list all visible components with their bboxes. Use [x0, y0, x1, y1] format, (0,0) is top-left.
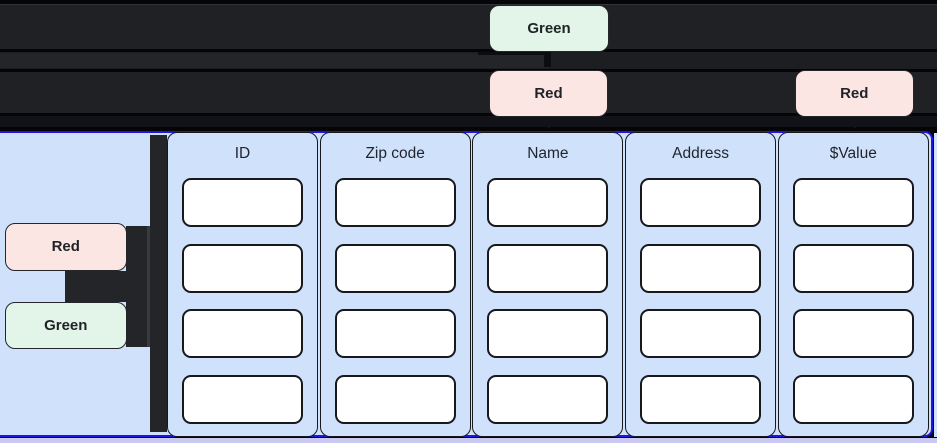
table-cell[interactable]	[182, 243, 303, 293]
top-band-4	[0, 115, 937, 127]
table-cell[interactable]	[334, 374, 456, 424]
edge-label-red-right-text: Red	[840, 84, 869, 102]
arrow-pointer-value-column	[845, 117, 864, 129]
table-cell[interactable]	[182, 178, 303, 227]
top-band-3	[0, 71, 937, 113]
column-value[interactable]: $Value	[777, 132, 929, 437]
table-cell[interactable]	[487, 309, 609, 358]
table-cell[interactable]	[487, 374, 609, 424]
column-header-zip-code: Zip code	[365, 145, 425, 162]
table-cell[interactable]	[792, 243, 914, 293]
connector-channel-notch	[65, 270, 150, 302]
bottom-node-strip	[0, 437, 937, 443]
edge-label-red-center[interactable]: Red	[489, 69, 608, 117]
column-id[interactable]: ID	[167, 132, 318, 437]
table-cell[interactable]	[792, 374, 914, 424]
table-cell[interactable]	[487, 243, 609, 293]
edge-label-red-right[interactable]: Red	[794, 69, 914, 117]
table-cell[interactable]	[334, 243, 456, 293]
sidebar-label-green[interactable]: Green	[5, 301, 127, 349]
table-cell[interactable]	[487, 178, 609, 227]
edge-connector-line	[478, 51, 549, 55]
table-cell[interactable]	[640, 309, 762, 358]
edge-connector-stub	[544, 50, 551, 67]
sidebar-label-green-text: Green	[44, 316, 88, 334]
edge-label-green[interactable]: Green	[489, 5, 609, 52]
column-header-value: $Value	[829, 145, 877, 162]
edge-label-green-text: Green	[527, 19, 571, 37]
column-cells	[168, 178, 317, 424]
column-cells	[626, 178, 775, 424]
connector-channel-vertical	[150, 134, 167, 432]
arrow-pointer-name-column	[539, 117, 558, 129]
connector-channel-seam	[147, 225, 150, 347]
column-zip-code[interactable]: Zip code	[319, 132, 471, 437]
table-cell[interactable]	[792, 309, 914, 358]
top-band-1	[0, 4, 937, 49]
edge-label-red-center-text: Red	[534, 84, 563, 102]
table-cell[interactable]	[334, 309, 456, 358]
column-header-name: Name	[527, 145, 569, 162]
top-band-2-highlight	[0, 53, 548, 68]
column-cells	[321, 178, 470, 424]
column-header-id: ID	[234, 145, 251, 162]
column-cells	[779, 178, 928, 424]
column-cells	[473, 178, 622, 424]
table-cell[interactable]	[792, 178, 914, 227]
table-cell[interactable]	[640, 243, 762, 293]
column-header-address: Address	[672, 145, 730, 162]
table-cell[interactable]	[182, 374, 303, 424]
column-name[interactable]: Name	[472, 132, 624, 437]
adjacent-node-sliver	[933, 133, 937, 437]
column-address[interactable]: Address	[625, 132, 777, 437]
table-cell[interactable]	[640, 374, 762, 424]
table-cell[interactable]	[640, 178, 762, 227]
table-cell[interactable]	[182, 309, 303, 358]
table-cell[interactable]	[334, 178, 456, 227]
sidebar-label-red[interactable]: Red	[5, 222, 127, 271]
sidebar-label-red-text: Red	[51, 238, 80, 255]
